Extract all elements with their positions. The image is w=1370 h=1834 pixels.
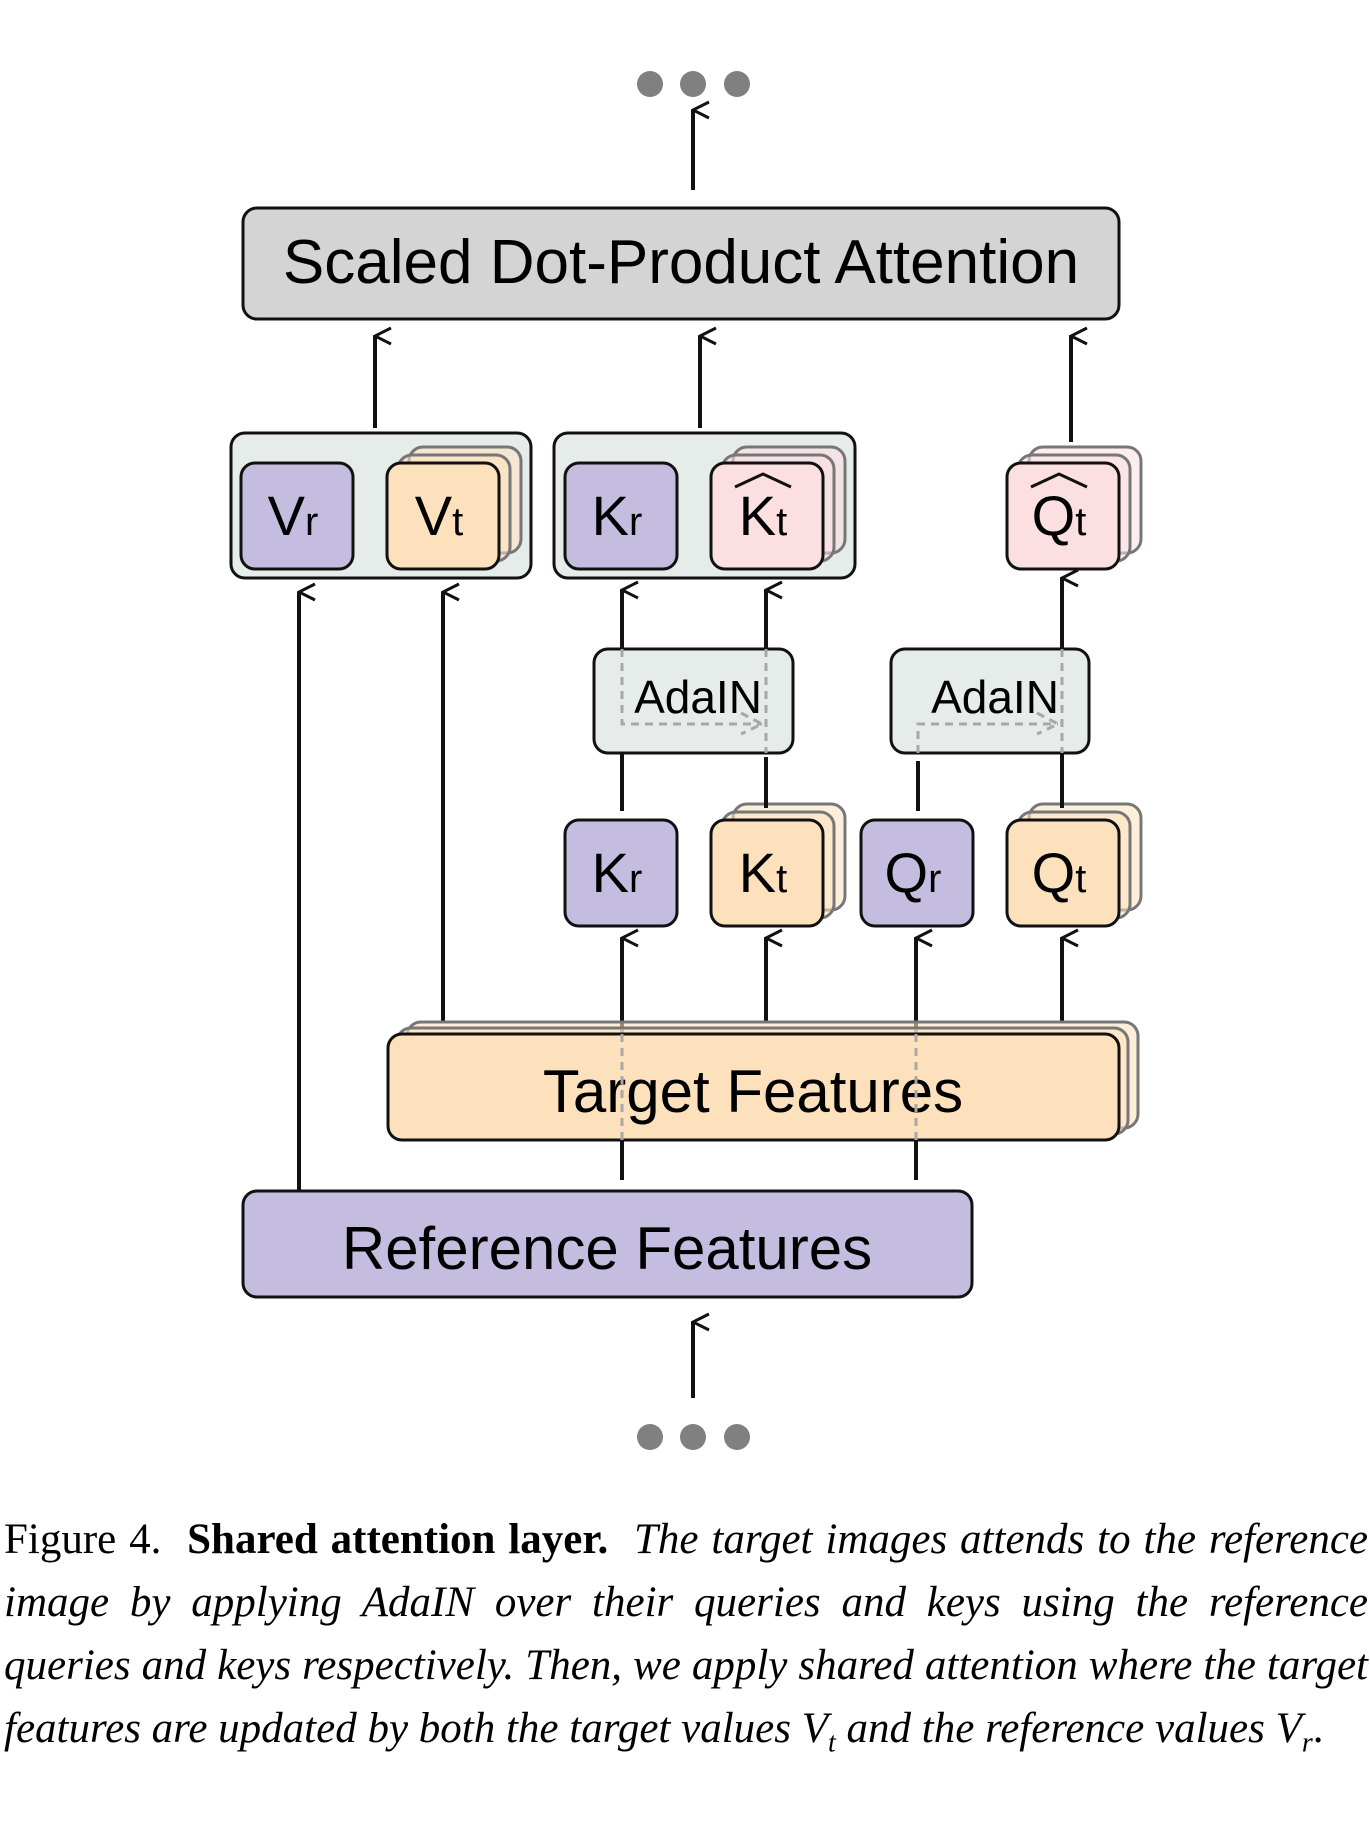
- attention-block-label: Scaled Dot-Product Attention: [283, 228, 1079, 297]
- target-features-label: Target Features: [543, 1058, 963, 1125]
- token-vt-box: [385, 461, 501, 571]
- reference-features-box: [241, 1189, 974, 1299]
- token-qr-projection: Qr: [859, 818, 975, 928]
- adain-block-queries: AdaIN: [889, 647, 1091, 755]
- caption-body-1: The target images attends to the referen…: [4, 1516, 1369, 1752]
- attention-block-box: [241, 206, 1121, 321]
- caption-title: Shared attention layer.: [187, 1516, 609, 1563]
- caption-v-target-sub: t: [828, 1727, 836, 1759]
- token-qt-projection-box: [1005, 818, 1121, 928]
- token-kt-projection: Kt: [709, 802, 847, 928]
- attention-block: Scaled Dot-Product Attention: [241, 206, 1121, 321]
- token-kt-projection-box: [709, 818, 825, 928]
- caption-v-ref: Vr: [1275, 1705, 1313, 1757]
- token-kr-projection-box: [563, 818, 679, 928]
- token-kt-hat-box: [709, 461, 825, 571]
- token-qt-projection: Qt: [1005, 802, 1143, 928]
- caption-v-ref-sub: r: [1301, 1727, 1313, 1759]
- token-kr-grouped-label: Kr: [592, 484, 643, 547]
- token-kt-hat-label: Kt: [739, 484, 787, 547]
- token-qt-projection-label: Qt: [1032, 841, 1087, 904]
- adain-queries-dashed-path: [916, 649, 1064, 753]
- token-vr-label: Vr: [268, 484, 319, 547]
- adain-queries-box: [889, 647, 1091, 755]
- reference-features-label: Reference Features: [342, 1215, 872, 1282]
- token-vt-label: Vt: [415, 484, 463, 547]
- caption-end: .: [1312, 1705, 1324, 1752]
- token-qt-hat-hat-accent: [1030, 472, 1088, 489]
- token-kr-projection-label: Kr: [592, 841, 643, 904]
- reference-features: Reference Features: [241, 1189, 974, 1299]
- caption-v-target: Vt: [801, 1705, 836, 1757]
- figure-caption: Figure 4. Shared attention layer. The ta…: [4, 1508, 1368, 1760]
- continuation-bottom-dot: [637, 1424, 663, 1450]
- adain-keys-dashed-path: [620, 649, 768, 753]
- token-kt-hat: Kt: [709, 445, 847, 571]
- token-vt: Vt: [385, 445, 523, 571]
- token-kt-projection-label: Kt: [739, 841, 787, 904]
- target-features-box: [386, 1032, 1121, 1142]
- token-qt-hat: Qt: [1005, 445, 1143, 571]
- figure-label: Figure 4.: [4, 1516, 162, 1563]
- target-features: Target Features: [386, 1020, 1140, 1142]
- token-qt-hat-label: Qt: [1032, 484, 1087, 547]
- caption-body-2: and the reference values: [835, 1705, 1276, 1752]
- caption-v-target-base: V: [801, 1705, 829, 1752]
- continuation-dots-bottom: [637, 1424, 750, 1450]
- token-kr-projection: Kr: [563, 818, 679, 928]
- continuation-bottom-dot: [724, 1424, 750, 1450]
- token-vr-box: [239, 461, 355, 571]
- continuation-top-dot: [637, 71, 663, 97]
- continuation-dots-top: [637, 71, 750, 97]
- token-vr: Vr: [239, 461, 355, 571]
- continuation-top-dot: [724, 71, 750, 97]
- token-qr-projection-box: [859, 818, 975, 928]
- continuation-bottom-dot: [680, 1424, 706, 1450]
- token-qr-projection-label: Qr: [885, 841, 942, 904]
- token-kr-grouped-box: [563, 461, 679, 571]
- token-kr-grouped: Kr: [563, 461, 679, 571]
- adain-keys-box: [592, 647, 795, 755]
- adain-block-keys: AdaIN: [592, 647, 795, 755]
- caption-v-ref-base: V: [1275, 1705, 1302, 1752]
- token-kt-hat-hat-accent: [734, 472, 792, 489]
- continuation-top-dot: [680, 71, 706, 97]
